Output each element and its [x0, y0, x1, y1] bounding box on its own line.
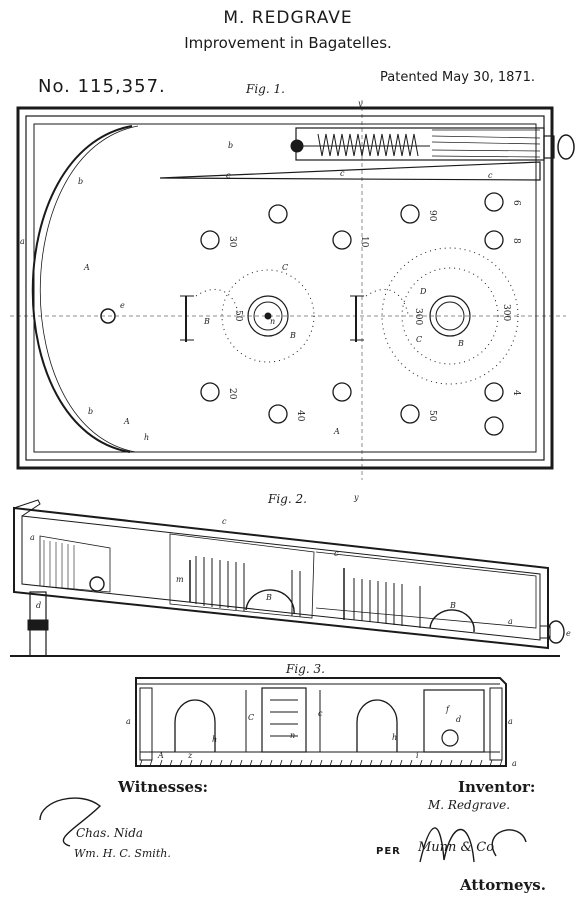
inventor-name: M. REDGRAVE [223, 8, 353, 28]
figure-2-label: Fig. 2. [268, 492, 307, 506]
patent-date: Patented May 30, 1871. [380, 70, 536, 85]
svg-text:h: h [392, 733, 397, 742]
score-hole-6: 6 [511, 200, 521, 206]
svg-text:y: y [353, 493, 359, 502]
svg-text:z: z [187, 751, 193, 760]
svg-text:e: e [120, 301, 125, 310]
score-cup-right-b: 300 [501, 304, 511, 321]
per-label: PER [376, 846, 401, 857]
svg-text:n: n [270, 317, 275, 326]
svg-text:h: h [144, 433, 149, 442]
score-hole-20: 20 [227, 388, 237, 400]
svg-text:a: a [126, 717, 131, 726]
score-hole-10: 10 [359, 236, 369, 248]
attorneys-label: Attorneys. [460, 876, 546, 894]
svg-text:n: n [290, 731, 295, 740]
svg-text:C: C [416, 335, 422, 344]
svg-text:a: a [508, 617, 513, 626]
svg-text:D: D [419, 287, 427, 296]
attorney-signature: Munn & Co [418, 840, 495, 855]
svg-text:c: c [334, 549, 339, 558]
inventor-label: Inventor: [458, 778, 536, 796]
figure-3-label: Fig. 3. [286, 662, 325, 676]
svg-text:b: b [78, 177, 83, 186]
svg-text:e: e [566, 629, 571, 638]
patent-title: Improvement in Bagatelles. [184, 34, 392, 52]
svg-text:B: B [449, 601, 456, 610]
svg-text:B: B [289, 331, 296, 340]
svg-text:c: c [318, 709, 323, 718]
svg-text:a: a [512, 759, 517, 768]
score-cup-left: 50 [233, 310, 243, 322]
svg-text:A: A [83, 263, 90, 272]
svg-text:A: A [157, 751, 164, 760]
svg-text:C: C [282, 263, 288, 272]
svg-text:d: d [36, 601, 41, 610]
witness-1-signature: Chas. Nida [76, 826, 144, 840]
score-hole-50: 50 [427, 410, 437, 422]
svg-text:a: a [20, 237, 25, 246]
witnesses-label: Witnesses: [118, 778, 209, 796]
inventor-signature: M. Redgrave. [428, 798, 511, 812]
svg-text:y: y [357, 99, 363, 108]
svg-text:B: B [265, 593, 272, 602]
svg-text:A: A [123, 417, 130, 426]
svg-text:b: b [88, 407, 93, 416]
svg-text:a: a [508, 717, 513, 726]
score-cup-right-a: 300 [413, 308, 423, 325]
svg-text:A: A [333, 427, 340, 436]
svg-text:d: d [456, 715, 461, 724]
svg-text:f: f [445, 705, 451, 714]
score-hole-90: 90 [427, 210, 437, 222]
svg-text:B: B [203, 317, 210, 326]
svg-text:m: m [176, 575, 184, 584]
svg-text:B: B [457, 339, 464, 348]
svg-text:c: c [222, 517, 227, 526]
svg-text:a: a [30, 533, 35, 542]
svg-text:i: i [416, 751, 419, 760]
witness-2-signature: Wm. H. C. Smith. [74, 847, 171, 860]
figure-1-label: Fig. 1. [246, 82, 285, 96]
svg-text:c: c [226, 171, 231, 180]
score-hole-40: 40 [295, 410, 305, 422]
svg-text:b: b [228, 141, 233, 150]
svg-text:c: c [340, 169, 345, 178]
score-hole-8: 8 [511, 238, 521, 244]
svg-text:C: C [248, 713, 254, 722]
score-hole-30: 30 [227, 236, 237, 248]
svg-text:h: h [212, 735, 217, 744]
svg-text:c: c [488, 171, 493, 180]
score-hole-4: 4 [511, 390, 521, 396]
patent-number: No. 115,357. [38, 76, 166, 97]
